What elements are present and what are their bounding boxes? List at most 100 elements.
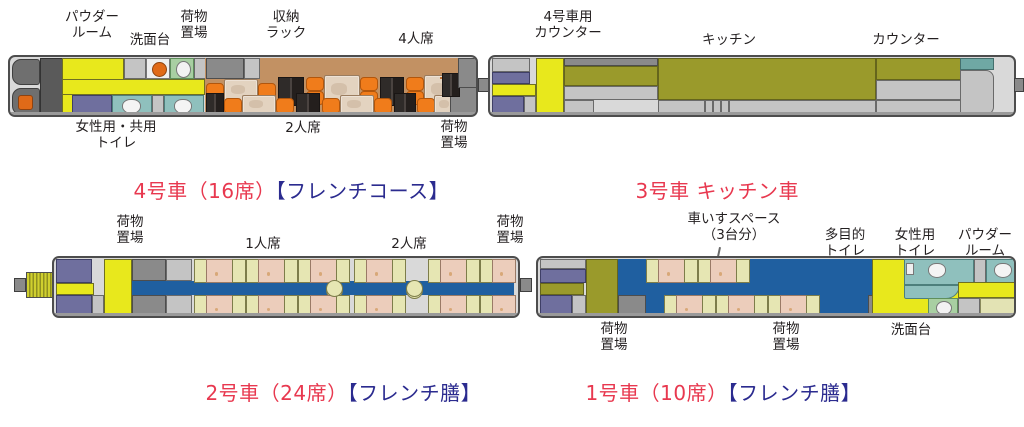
- car3-vestibule-purple-upper: [492, 72, 530, 84]
- car4-washbasin-sink: [176, 61, 191, 78]
- car2-solo-seat-l1: [326, 280, 343, 297]
- car2-seat-l10: [466, 295, 480, 316]
- label-car4-washbasin: 洗面台: [129, 32, 171, 48]
- car4-vanity-basin: [152, 62, 167, 77]
- car2-aisle: [132, 281, 514, 295]
- label-car2-luggage-right: 荷物 置場: [496, 214, 524, 246]
- car-3-body: [488, 55, 1016, 117]
- label-car2-two-seat: 2人席: [391, 236, 427, 252]
- car4-underframe: [11, 112, 476, 115]
- car2-solo-seat-l2: [406, 280, 423, 297]
- car2-seat-u2: [232, 259, 246, 283]
- car1-underframe: [539, 313, 1014, 316]
- label-car1-luggage-left: 荷物 置場: [600, 321, 628, 353]
- car4-luggage-block-2: [244, 58, 260, 79]
- car2-seat-l6: [336, 295, 350, 316]
- car1-seat-l4: [754, 295, 768, 316]
- car3-kitchen-zone: [658, 58, 876, 100]
- car4-luggage-right-upper: [458, 58, 476, 88]
- label-car1-washbasin: 洗面台: [890, 322, 932, 338]
- car2-table-u4: [366, 259, 394, 283]
- car3-kitchen-line-1: [704, 101, 706, 113]
- car2-seat-l8: [392, 295, 406, 316]
- label-car4-powder-room: パウダー ルーム: [65, 9, 119, 41]
- label-car1-multipurpose-toilet: 多目的 トイレ: [824, 227, 866, 259]
- car2-table-u5: [440, 259, 468, 283]
- car2-corridor: [56, 283, 94, 295]
- label-car4-toilet: 女性用・共用 トイレ: [75, 119, 157, 151]
- caption-car4-red: 4号車（16席）: [133, 179, 276, 203]
- car4-cabinet-1: [124, 58, 146, 79]
- caption-car2-red: 2号車（24席）: [205, 381, 348, 405]
- car2-table-u1: [206, 259, 234, 283]
- car-2-body: [52, 256, 520, 318]
- caption-car4: 4号車（16席）【フレンチコース】: [106, 158, 449, 224]
- label-car4-two-seat: 2人席: [285, 120, 321, 136]
- label-car1-luggage-right: 荷物 置場: [772, 321, 800, 353]
- label-car1-powder-room: パウダー ルーム: [958, 227, 1012, 259]
- car2-seat-u6: [336, 259, 350, 283]
- car3-corridor: [492, 84, 536, 96]
- car2-luggage-upper-1: [132, 259, 166, 281]
- car2-seat-u4: [284, 259, 298, 283]
- car4-luggage-block: [206, 58, 244, 79]
- label-car4-luggage-top: 荷物 置場: [180, 9, 208, 41]
- caption-car1-red: 1号車（10席）: [585, 381, 728, 405]
- car1-vestibule-top: [540, 259, 586, 269]
- label-car4-luggage-bottom: 荷物 置場: [440, 119, 468, 151]
- car2-service-zone: [104, 259, 132, 316]
- car4-seat-u7: [406, 77, 424, 91]
- car1-table-u1: [658, 259, 686, 283]
- car-4-body: [8, 55, 478, 117]
- label-car1-wheelchair: 車いすスペース （3台分）: [687, 211, 781, 243]
- car1-handrail: [906, 263, 914, 275]
- car1-multipurpose-toilet-curve: [904, 285, 960, 299]
- car-1-body: [536, 256, 1016, 318]
- car4-table-l1: [242, 95, 276, 115]
- car3-counter4-backwall: [564, 58, 658, 66]
- car2-table-u2: [258, 259, 286, 283]
- car4-seat-spacer: [440, 77, 442, 79]
- car4-table-l2: [340, 95, 374, 115]
- coupler-car3-end: [1014, 78, 1024, 92]
- car3-corner-teal: [960, 58, 994, 70]
- car1-womens-toilet-fixture: [994, 263, 1012, 278]
- car4-nose-lower: [12, 88, 40, 115]
- car2-table-l6: [492, 295, 516, 316]
- coupler-car2-left: [14, 278, 26, 292]
- car1-vestibule-upper: [540, 269, 586, 283]
- caption-car2-blue: 【フレンチ膳】: [347, 381, 482, 405]
- car3-kitchen-line-4: [728, 101, 730, 113]
- car2-seat-l4: [284, 295, 298, 316]
- caption-car4-blue: 【フレンチコース】: [275, 179, 450, 203]
- car2-table-u6: [492, 259, 516, 283]
- car2-seat-u10: [466, 259, 480, 283]
- car4-nose-upper: [12, 59, 40, 85]
- car4-nose-fixture: [18, 95, 33, 110]
- label-car4-storage-rack: 収納 ラック: [265, 9, 307, 41]
- floorplan-diagram: パウダー ルーム 洗面台 荷物 置場 収納 ラック 4人席 4号車用 カウンター…: [8, 9, 1024, 405]
- label-car2-luggage-left: 荷物 置場: [116, 214, 144, 246]
- caption-car1-blue: 【フレンチ膳】: [727, 381, 862, 405]
- car3-underframe: [491, 112, 1014, 115]
- label-car3-counter-for-car4: 4号車用 カウンター: [534, 9, 602, 41]
- car2-seat-u8: [392, 259, 406, 283]
- car3-vestibule-upper: [492, 58, 530, 72]
- caption-car3-red: 3号車 キッチン車: [635, 179, 800, 203]
- car1-corridor: [540, 283, 584, 295]
- car4-corridor: [62, 79, 205, 95]
- car3-service-zone: [536, 58, 564, 115]
- car1-table-u2: [710, 259, 738, 283]
- label-car4-four-seat: 4人席: [398, 31, 434, 47]
- car2-vestibule-upper: [56, 259, 92, 283]
- caption-car3: 3号車 キッチン車: [608, 158, 799, 224]
- car1-seat-u4: [736, 259, 750, 283]
- car1-corridor-right: [958, 282, 1014, 298]
- car2-underframe: [55, 313, 518, 316]
- coupler-car2-car1: [520, 278, 532, 292]
- car1-seat-l6: [806, 295, 820, 316]
- label-car2-one-seat: 1人席: [245, 236, 281, 252]
- car2-seat-l2: [232, 295, 246, 316]
- car3-counter-for-car4: [564, 66, 658, 86]
- caption-car1: 1号車（10席）【フレンチ膳】: [558, 360, 861, 426]
